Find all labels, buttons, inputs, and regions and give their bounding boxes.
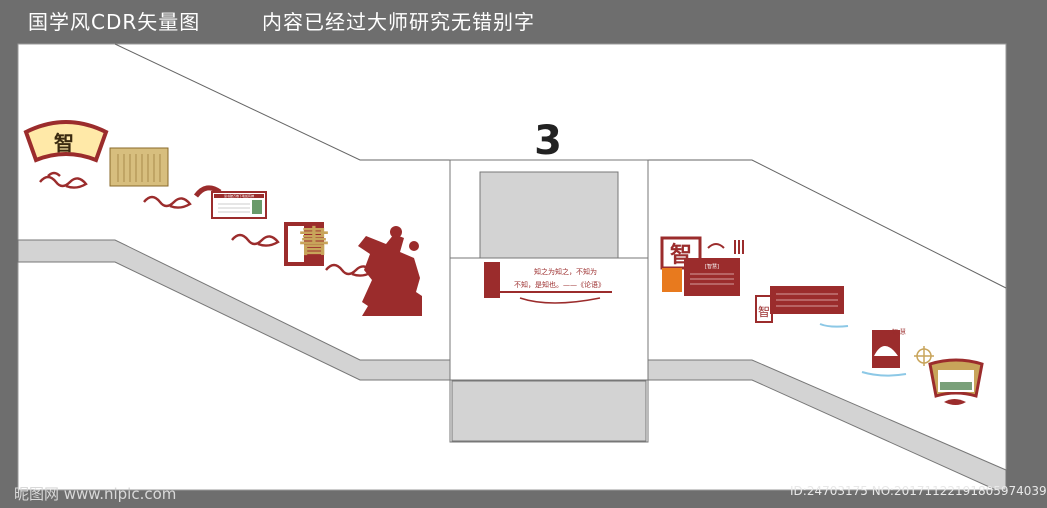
- small-wisdom-char: 智: [758, 304, 770, 319]
- book-plaque: 書: [284, 222, 329, 266]
- watermark-left: 昵图网 www.nipic.com: [14, 485, 177, 503]
- quote-line-1: 知之为知之，不知为: [534, 267, 597, 276]
- right-upper-stair-line: [648, 159, 1007, 289]
- bamboo-scroll: [109, 147, 169, 187]
- watermark-right: ID:24703175 NO:20171122191805974039: [790, 484, 1047, 498]
- fan-plaque: 智: [23, 120, 109, 163]
- landing-upper-panel: [479, 171, 619, 259]
- landing-lower-panel: [451, 380, 647, 442]
- small-wisdom-board: 智: [755, 286, 849, 328]
- scroll-board-title: 读书破万卷下笔如有神: [224, 193, 254, 198]
- quote-line-2: 不知，是知也。——《论语》: [514, 280, 605, 289]
- right-stair-band: [647, 359, 1007, 491]
- quote-banner: 知之为知之，不知为 不知，是知也。——《论语》: [484, 262, 612, 304]
- stairwell-wall-drawing: 3 智 读书破万卷下笔如有神: [17, 43, 1007, 491]
- header-title-right: 内容已经过大师研究无错别字: [262, 10, 535, 34]
- scholars-silhouette: [358, 226, 422, 316]
- canvas: 国学风CDR矢量图 内容已经过大师研究无错别字 3 智: [14, 10, 1047, 503]
- dharma-wheel-icon: [914, 346, 934, 366]
- mini-wisdom-title: 智 慧: [892, 328, 906, 336]
- cloud-scroll-1: [39, 171, 88, 189]
- book-plaque-char: 書: [299, 225, 329, 260]
- floor-number: 3: [534, 118, 562, 164]
- left-upper-stair-line: [114, 43, 450, 161]
- fan-plaque-char: 智: [54, 131, 74, 155]
- wisdom-card: 智 [智慧]: [660, 236, 744, 296]
- wisdom-card-tag: [智慧]: [705, 263, 719, 270]
- header-title-left: 国学风CDR矢量图: [28, 10, 201, 34]
- cloud-scroll-2: [143, 195, 192, 209]
- cloud-scroll-4: [325, 263, 374, 277]
- scroll-board: 读书破万卷下笔如有神: [193, 185, 267, 219]
- mini-wisdom-panel: 智 慧: [861, 328, 907, 377]
- landscape-plaque: [928, 358, 984, 405]
- cloud-scroll-3: [231, 233, 280, 247]
